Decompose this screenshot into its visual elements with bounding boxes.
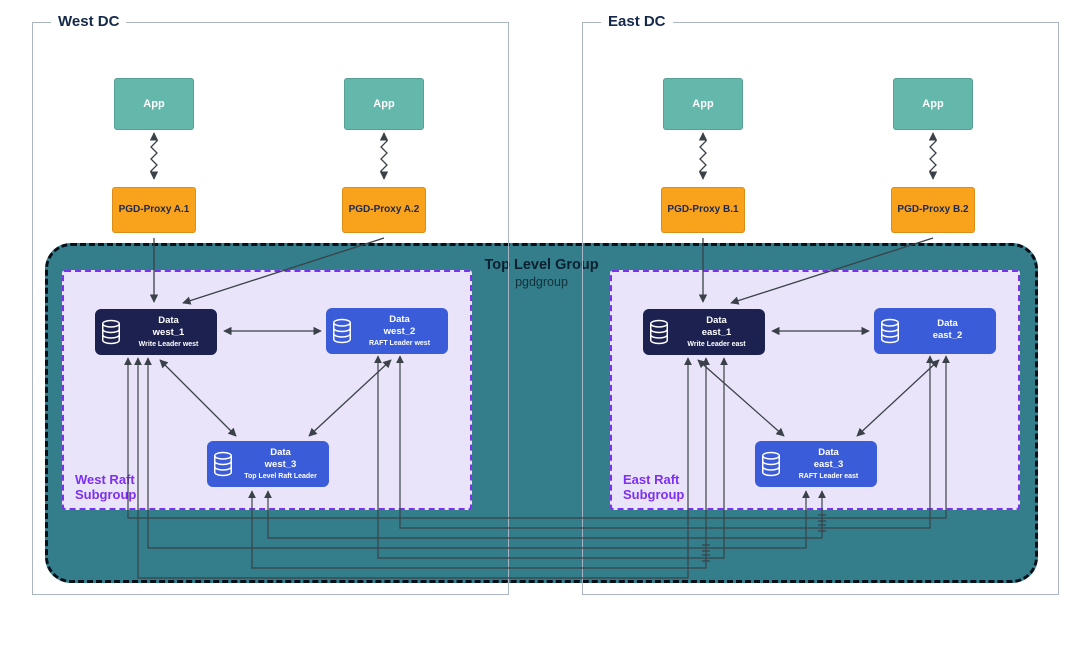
pgd-proxy-a2-label: PGD-Proxy A.2 bbox=[348, 204, 420, 215]
database-icon bbox=[760, 451, 782, 477]
app-label: App bbox=[143, 98, 165, 110]
top-level-group-name: pgdgroup bbox=[515, 275, 568, 289]
west-raft-subgroup-label: West Raft Subgroup bbox=[75, 471, 137, 503]
database-icon bbox=[331, 318, 353, 344]
node-role: Write Leader east bbox=[687, 340, 746, 348]
dc-east-label: East DC bbox=[601, 13, 673, 30]
node-title: Data bbox=[270, 446, 291, 458]
app-label: App bbox=[373, 98, 395, 110]
node-name: east_3 bbox=[813, 458, 844, 470]
node-name: east_2 bbox=[932, 330, 963, 341]
app-label: App bbox=[692, 98, 714, 110]
east-raft-subgroup-label: East Raft Subgroup bbox=[623, 471, 685, 503]
data-node-east-1: Data east_1 Write Leader east bbox=[643, 309, 765, 355]
data-node-east-2: Data east_2 bbox=[874, 308, 996, 354]
data-node-west-1: Data west_1 Write Leader west bbox=[95, 309, 217, 355]
pgd-proxy-b1: PGD-Proxy B.1 bbox=[661, 187, 745, 233]
top-level-group-title: Top Level Group bbox=[484, 257, 599, 273]
dc-west-label: West DC bbox=[51, 13, 127, 30]
node-name: west_2 bbox=[383, 325, 416, 337]
node-role: RAFT Leader east bbox=[798, 472, 859, 480]
data-node-east-3: Data east_3 RAFT Leader east bbox=[755, 441, 877, 487]
dc-east-container: East DC bbox=[582, 13, 1059, 595]
pgd-proxy-a1: PGD-Proxy A.1 bbox=[112, 187, 196, 233]
pgd-proxy-b2: PGD-Proxy B.2 bbox=[891, 187, 975, 233]
node-role: Top Level Raft Leader bbox=[244, 472, 317, 480]
app-box-east-1: App bbox=[663, 78, 743, 130]
node-name: east_1 bbox=[701, 326, 732, 338]
node-title: Data bbox=[706, 314, 727, 326]
dc-west-container: West DC bbox=[32, 13, 509, 595]
app-box-west-2: App bbox=[344, 78, 424, 130]
app-label: App bbox=[922, 98, 944, 110]
data-node-west-2: Data west_2 RAFT Leader west bbox=[326, 308, 448, 354]
node-title: Data bbox=[389, 313, 410, 325]
database-icon bbox=[879, 318, 901, 344]
node-role: Write Leader west bbox=[138, 340, 199, 348]
node-name: west_3 bbox=[264, 458, 297, 470]
data-node-west-3: Data west_3 Top Level Raft Leader bbox=[207, 441, 329, 487]
node-title: Data bbox=[818, 446, 839, 458]
pgd-proxy-b1-label: PGD-Proxy B.1 bbox=[667, 204, 739, 215]
database-icon bbox=[212, 451, 234, 477]
pgd-proxy-b2-label: PGD-Proxy B.2 bbox=[897, 204, 969, 215]
pgd-proxy-a1-label: PGD-Proxy A.1 bbox=[118, 204, 190, 215]
pgd-proxy-a2: PGD-Proxy A.2 bbox=[342, 187, 426, 233]
database-icon bbox=[648, 319, 670, 345]
node-title: Data bbox=[158, 314, 179, 326]
node-title: Data bbox=[937, 318, 958, 330]
node-role: RAFT Leader west bbox=[368, 339, 431, 347]
app-box-west-1: App bbox=[114, 78, 194, 130]
node-name: west_1 bbox=[152, 326, 185, 338]
database-icon bbox=[100, 319, 122, 345]
app-box-east-2: App bbox=[893, 78, 973, 130]
